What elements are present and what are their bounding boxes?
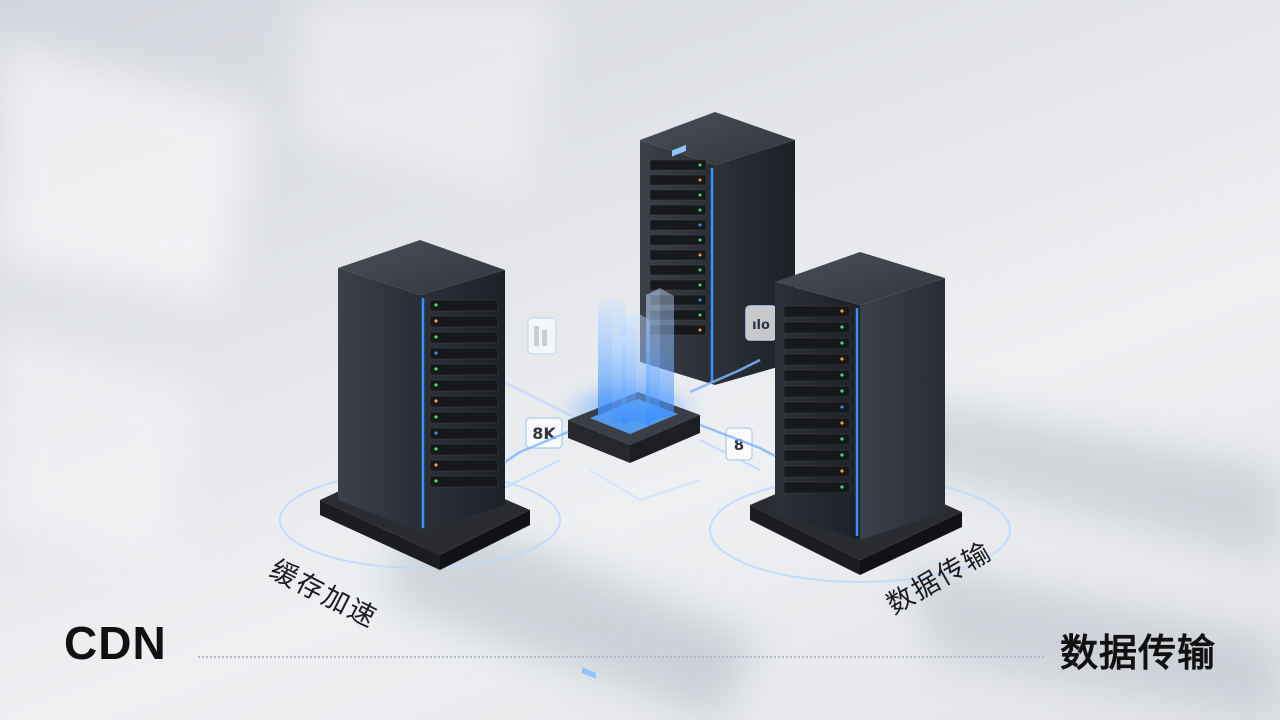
floating-panel-left bbox=[527, 317, 557, 355]
server-back-drive-bays bbox=[649, 159, 707, 336]
server-back-leds bbox=[698, 163, 702, 332]
badge-left: 8K bbox=[525, 417, 563, 449]
dotted-divider bbox=[198, 656, 1044, 658]
server-right-drive-bays bbox=[783, 305, 851, 494]
badge-far-right: ılo bbox=[745, 305, 777, 341]
window-light bbox=[0, 0, 560, 560]
connection-lines bbox=[504, 358, 776, 464]
server-left-leds bbox=[434, 303, 438, 483]
cdn-title: CDN bbox=[64, 617, 167, 669]
central-hub bbox=[560, 144, 700, 679]
server-right-leds bbox=[840, 309, 844, 489]
data-crystal bbox=[598, 288, 674, 426]
data-transfer-title: 数据传输 bbox=[1060, 631, 1217, 675]
badge-left-text: 8K bbox=[532, 424, 556, 443]
floor-shadows bbox=[380, 390, 1280, 720]
badge-right-text: 8 bbox=[734, 436, 744, 454]
server-left bbox=[320, 240, 530, 570]
server-right bbox=[750, 252, 962, 575]
server-left-drive-bays bbox=[429, 299, 499, 488]
badge-far-right-text: ılo bbox=[752, 318, 770, 333]
